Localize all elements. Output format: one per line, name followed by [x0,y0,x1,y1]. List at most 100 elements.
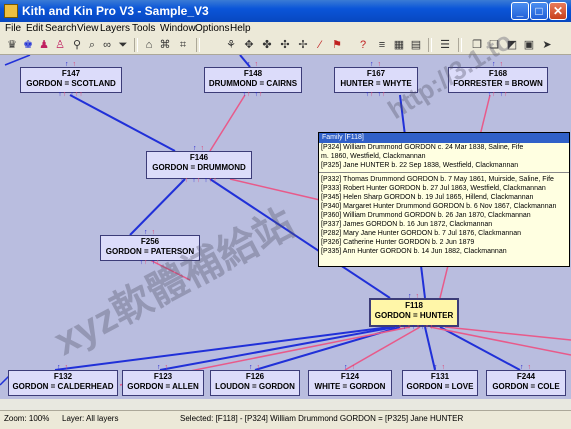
arrow-icon[interactable]: ➤ [542,39,552,51]
family-id: F124 [340,372,360,381]
menu-bar: File Edit Search View Layers Tools Windo… [0,22,571,36]
family-names: GORDON = LOVE [406,382,474,391]
family-id: F244 [516,372,536,381]
family-box-f118-selected[interactable]: ↑ ↑ F118 GORDON = HUNTER ↑↑↑↑↑↑↑↑↑ [369,293,459,331]
status-bar: Zoom: 100% Layer: All layers Selected: [… [0,410,571,429]
family-names: HUNTER = WHYTE [340,79,412,88]
zoom-status: Zoom: 100% [4,414,50,423]
search-people-icon[interactable]: ⚲ [72,39,82,51]
tooltip-line: [P324] William Drummond GORDON c. 24 Mar… [321,144,524,151]
family-names: LOUDON = GORDON [215,382,295,391]
tooltip-divider [319,172,569,173]
menu-options[interactable]: Options [195,23,230,34]
calculator-icon[interactable]: ▦ [393,39,405,51]
family-id: F148 [243,69,263,78]
family-id: F123 [153,372,173,381]
menu-search[interactable]: Search [45,23,77,34]
family-box-f131[interactable]: ↑ ↑ F131 GORDON = LOVE [402,364,478,396]
tree-branch-4-icon[interactable]: ✣ [280,39,290,51]
list-icon[interactable]: ≡ [378,39,386,51]
family-id: F132 [53,372,73,381]
flag-icon[interactable]: ⚑ [332,39,342,51]
tooltip-child: [P340] Margaret Hunter Drummond GORDON b… [321,203,557,210]
menu-edit[interactable]: Edit [26,23,44,34]
menu-layers[interactable]: Layers [100,23,131,34]
add-family-icon[interactable]: ♚ [23,39,33,51]
family-names: DRUMMOND = CAIRNS [208,79,298,88]
search-icon[interactable]: ⌕ [88,39,96,51]
tree-branch-2-icon[interactable]: ✥ [244,39,254,51]
family-id: F168 [488,69,508,78]
people-small-icon[interactable]: ♙ [55,39,65,51]
family-id: F131 [430,372,450,381]
close-button[interactable]: ✕ [549,2,567,20]
family-box-f132[interactable]: ↑ ↑ F132 GORDON = CALDERHEAD [8,364,118,396]
family-box-f126[interactable]: ↑ ↑ F126 LOUDON = GORDON [210,364,300,396]
menu-file[interactable]: File [5,23,22,34]
family-id: F167 [366,69,386,78]
paste-icon[interactable]: ❏ [489,39,499,51]
building-2-icon[interactable]: ⌗ [179,39,187,51]
lines-icon[interactable]: ☰ [440,39,450,51]
app-icon[interactable] [4,4,18,18]
tooltip-line: m. 1860, Westfield, Clackmannan [321,153,426,160]
toolbar: ♛ ♚ ♟ ♙ ⚲ ⌕ ∞ ⏷ ⌂ ⌘ ⌗ ⚘ ✥ ✤ ✣ ✢ ⁄ ⚑ ? ≡ … [0,36,571,55]
family-names: GORDON = SCOTLAND [26,79,116,88]
family-box-f147[interactable]: ↑ ↑ F147 GORDON = SCOTLAND ↑↑ ↑↑↑ [20,61,122,98]
minimize-button[interactable]: _ [511,2,529,20]
tree-branch-3-icon[interactable]: ✤ [262,39,272,51]
menu-view[interactable]: View [77,23,99,34]
family-box-f167[interactable]: ↑ ↑ F167 HUNTER = WHYTE ↑↑ ↑↑ [334,61,418,98]
window-title: Kith and Kin Pro V3 - Sample_V3 [22,4,209,18]
document-icon[interactable]: ▣ [523,39,535,51]
family-box-f168[interactable]: ↑ ↑ F168 FORRESTER = BROWN ↑↑ ↑↑ [448,61,548,98]
family-info-tooltip: Family [F118] [P324] William Drummond GO… [318,132,570,267]
family-box-f146[interactable]: ↑ ↑ F146 GORDON = DRUMMOND ↑↑ ↑↑ ↑↑↑ [146,145,252,184]
family-box-f256[interactable]: ↑ ↑ F256 GORDON = PATERSON ↑↑ ↑↑ [100,229,200,266]
family-id: F146 [189,153,209,162]
tree-branch-5-icon[interactable]: ✢ [298,39,308,51]
tooltip-child: [P337] James GORDON b. 16 Jun 1872, Clac… [321,221,493,228]
binoculars-icon[interactable]: ∞ [103,39,111,51]
maximize-button[interactable]: □ [530,2,548,20]
copy-icon[interactable]: ❐ [472,39,482,51]
wand-icon[interactable]: ⁄ [319,39,321,51]
title-bar: Kith and Kin Pro V3 - Sample_V3 _ □ ✕ [0,0,571,22]
tooltip-child: [P345] Helen Sharp GORDON b. 19 Jul 1865… [321,194,534,201]
people-icon[interactable]: ♟ [39,39,49,51]
menu-help[interactable]: Help [230,23,251,34]
tooltip-child: [P332] Thomas Drummond GORDON b. 7 May 1… [321,176,554,183]
family-names: GORDON = CALDERHEAD [12,382,114,391]
family-box-f123[interactable]: ↑ ↑ F123 GORDON = ALLEN [122,364,204,396]
family-names: GORDON = PATERSON [105,247,195,256]
menu-window[interactable]: Window [160,23,196,34]
family-names: WHITE = GORDON [314,382,386,391]
family-tree-icon[interactable]: ♛ [7,39,17,51]
tree-branch-icon[interactable]: ⚘ [226,39,236,51]
help-icon[interactable]: ? [359,39,367,51]
family-box-f244[interactable]: ↑ ↑ F244 GORDON = COLE [486,364,566,396]
printer-icon[interactable]: ▤ [410,39,422,51]
tooltip-child: [P333] Robert Hunter GORDON b. 27 Jul 18… [321,185,546,192]
home-icon[interactable]: ⌂ [145,39,153,51]
family-box-f148[interactable]: ↑ ↑ F148 DRUMMOND = CAIRNS ↑↑ ↑↑ [204,61,302,98]
building-icon[interactable]: ⌘ [159,39,171,51]
family-id: F147 [61,69,81,78]
family-names: GORDON = HUNTER [374,311,454,320]
horizontal-scrollbar[interactable] [0,399,571,410]
family-names: GORDON = COLE [492,382,560,391]
tooltip-child: [P282] Mary Jane Hunter GORDON b. 7 Jul … [321,230,521,237]
family-id: F118 [405,301,423,310]
funnel-icon[interactable]: ⏷ [118,39,128,51]
tag-icon[interactable]: ◩ [506,39,518,51]
family-names: GORDON = DRUMMOND [152,163,246,172]
family-id: F256 [140,237,160,246]
tooltip-header: Family [F118] [319,133,569,143]
family-box-f124[interactable]: ↑ ↑ F124 WHITE = GORDON [308,364,392,396]
tooltip-child: [P326] Catherine Hunter GORDON b. 2 Jun … [321,239,475,246]
tooltip-line: [P325] Jane HUNTER b. 22 Sep 1838, Westf… [321,162,519,169]
family-names: GORDON = ALLEN [127,382,199,391]
tooltip-child: [P335] Ann Hunter GORDON b. 14 Jun 1882,… [321,248,507,255]
family-id: F126 [245,372,265,381]
menu-tools[interactable]: Tools [132,23,156,34]
